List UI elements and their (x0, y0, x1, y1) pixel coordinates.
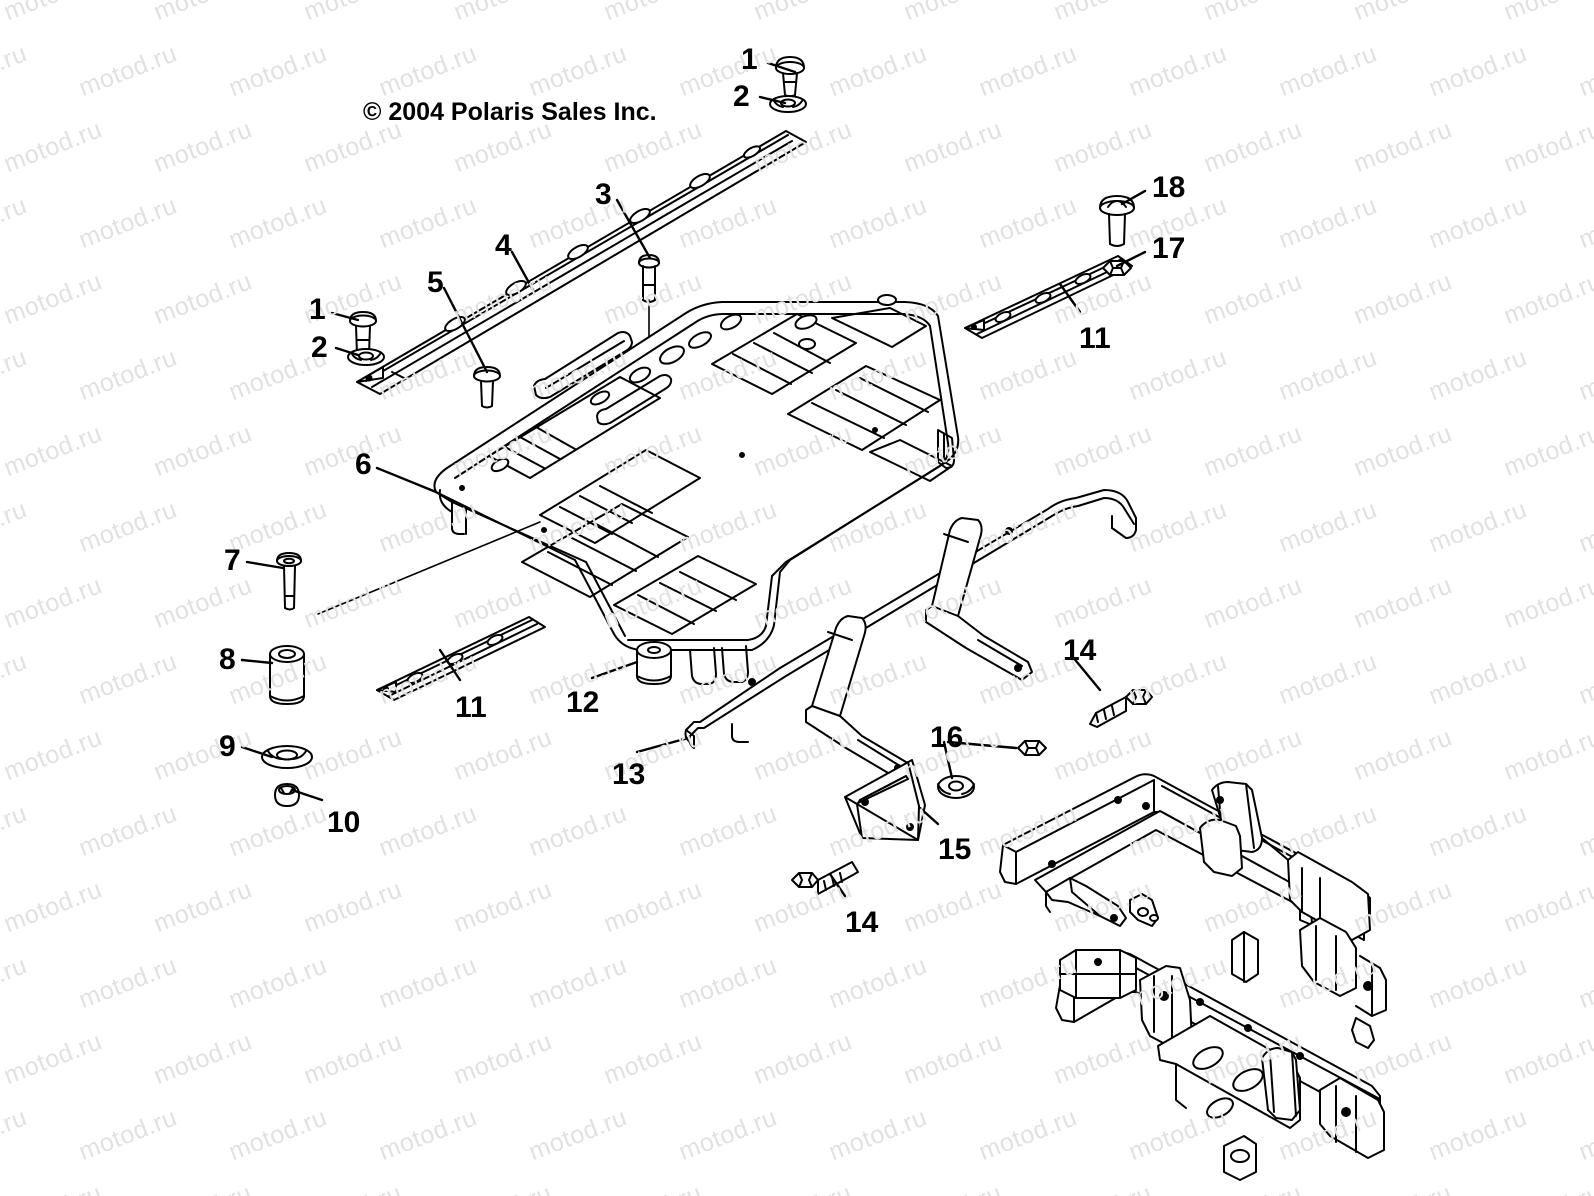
callout-mount-plate-15: 15 (938, 833, 972, 866)
part-wear-strip-right (964, 255, 1133, 339)
part-washer-left (347, 348, 385, 366)
part-rack-deck (433, 257, 960, 685)
part-rack-extension-13 (684, 489, 1137, 781)
copyright-notice: © 2004 Polaris Sales Inc. (363, 98, 657, 126)
callout-washer-2: 2 (733, 80, 750, 113)
part-hex-bolt-14-lower (791, 861, 859, 895)
part-bushing-12 (636, 641, 672, 685)
callout-flange-bolt-5: 5 (427, 266, 444, 299)
part-flat-washer-9 (261, 745, 313, 769)
part-carriage-bolt-18 (1099, 195, 1135, 247)
part-washer-top (769, 95, 807, 113)
callout-lock-nut-10: 10 (327, 806, 361, 839)
part-frame-assembly (999, 773, 1387, 1181)
callout-spacer-sleeve-8: 8 (219, 643, 236, 676)
callout-nut-and-bushing-16: 16 (930, 721, 964, 754)
part-mount-plate-15 (844, 759, 926, 841)
callout-rivet-3: 3 (595, 178, 612, 211)
callout-screw-1: 1 (309, 293, 326, 326)
callout-hex-flange-bolt-14: 14 (845, 906, 879, 939)
callout-carriage-bolt-18: 18 (1152, 171, 1186, 204)
part-socket-bolt-7 (276, 552, 302, 611)
callout-wear-strip-11: 11 (455, 691, 487, 724)
part-bushing-16 (937, 775, 975, 799)
callout-rack-rail-left-4: 4 (495, 229, 512, 262)
part-nut-16 (1017, 740, 1047, 756)
callout-washer-2: 2 (311, 331, 328, 364)
callout-socket-bolt-7: 7 (224, 544, 241, 577)
callout-hex-flange-bolt-14: 14 (1063, 634, 1097, 667)
leader-lines (240, 61, 1147, 898)
part-hex-nut-17 (1102, 260, 1132, 276)
callout-rack-extension-13: 13 (612, 758, 646, 791)
part-screw-top (775, 56, 805, 98)
part-hex-bolt-14-right (1089, 689, 1153, 728)
callout-flat-washer-9: 9 (219, 730, 236, 763)
part-lock-nut-10 (274, 783, 300, 807)
callout-wear-strip-11: 11 (1079, 322, 1111, 355)
callout-screw-1: 1 (741, 43, 758, 76)
callout-bushing-12: 12 (566, 686, 600, 719)
part-spacer-sleeve-8 (269, 645, 305, 705)
callout-hex-nut-17: 17 (1152, 232, 1186, 265)
callout-rack-deck-6: 6 (355, 448, 372, 481)
part-wear-strip-left (376, 616, 546, 701)
